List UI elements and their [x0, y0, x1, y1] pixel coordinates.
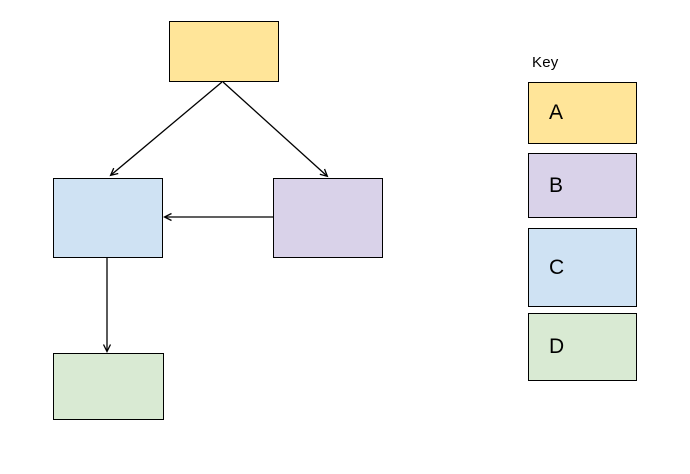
node-c-blue: [53, 178, 163, 258]
node-d-green: [53, 353, 164, 420]
key-item-label: A: [549, 101, 564, 124]
node-a-yellow: [169, 21, 279, 82]
key-item-d: D: [528, 313, 637, 381]
key-item-label: D: [549, 335, 565, 358]
key-item-b: B: [528, 153, 637, 218]
edge-a-to-b-arrow: [222, 81, 329, 178]
key-item-label: B: [549, 173, 564, 197]
key-item-a: A: [528, 82, 637, 144]
node-b-purple: [273, 178, 383, 258]
key-item-label: C: [549, 255, 565, 279]
key-item-c: C: [528, 228, 637, 307]
key-title: Key: [532, 54, 559, 71]
edge-a-to-c-arrow: [109, 81, 223, 177]
